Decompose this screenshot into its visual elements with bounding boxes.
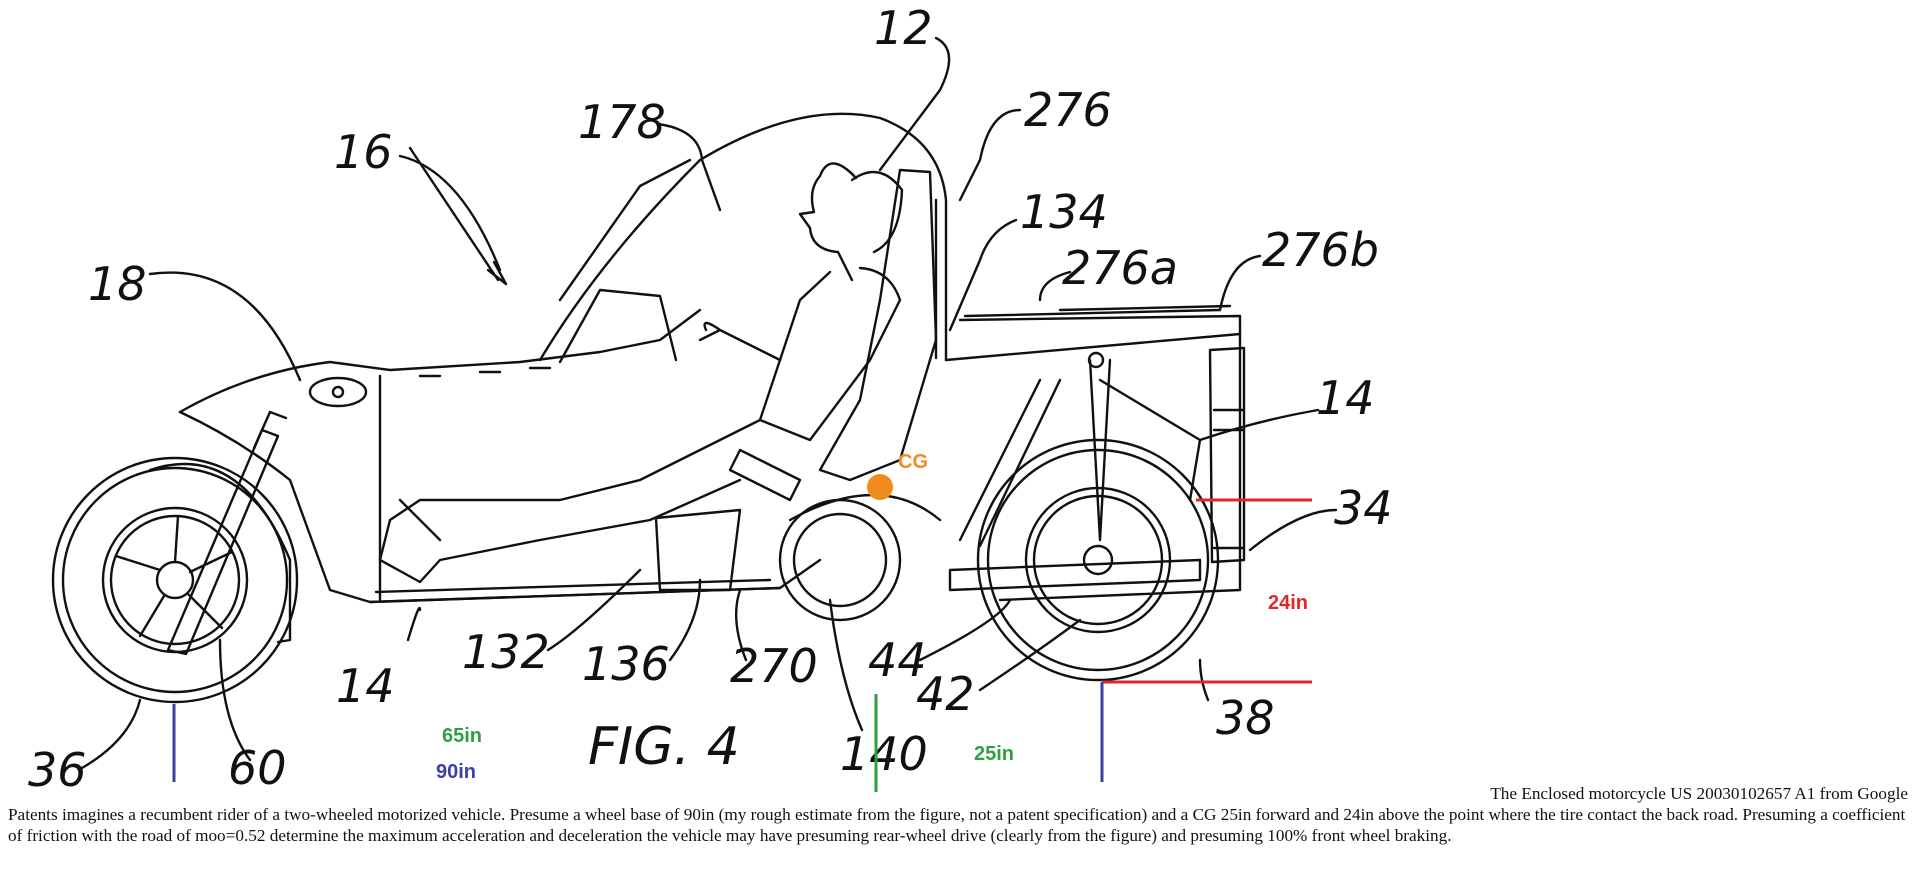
rider [378,162,904,584]
caption-title: The Enclosed motorcycle US 20030102657 A… [1490,784,1908,803]
ref-136: 136 [582,637,670,691]
ref-178: 178 [578,95,666,149]
ref-34: 34 [1334,481,1393,535]
ref-276a: 276a [1062,241,1178,295]
cg-label: CG [898,451,928,473]
drive-pulley [778,493,942,622]
front-distance-label: 65in [442,725,482,747]
ref-18: 18 [88,257,147,311]
ref-42: 42 [916,667,975,721]
analysis-overlay: CG 24in 65in 90in 25in [172,451,1312,792]
ref-276: 276 [1024,83,1112,137]
ref-38: 38 [1216,691,1275,745]
leader-lines [80,36,1338,770]
wheelbase-label: 90in [436,761,476,783]
ref-134: 134 [1020,185,1108,239]
height-label: 24in [1268,592,1308,614]
reference-numerals: 12 16 178 276 134 276a 276b 18 14 34 14 … [28,1,1393,797]
rear-wheel [976,438,1220,682]
ref-276b: 276b [1262,223,1379,277]
ref-16: 16 [334,125,393,179]
ref-270: 270 [730,639,818,693]
caption-body: Patents imagines a recumbent rider of a … [8,805,1906,845]
ref-12: 12 [874,1,933,55]
seat [654,168,938,592]
cg-dot [867,474,893,500]
ref-14-top: 14 [1316,371,1375,425]
ref-44: 44 [868,633,927,687]
cg-distance-label: 25in [974,743,1014,765]
figure-title: FIG. 4 [588,717,740,777]
ref-36: 36 [28,743,87,797]
front-wheel [51,456,299,704]
ref-14-bottom: 14 [336,659,395,713]
canopy [538,112,948,364]
ref-132: 132 [462,625,550,679]
body-shell [178,308,822,604]
caption: The Enclosed motorcycle US 20030102657 A… [8,783,1908,846]
ref-140: 140 [840,727,928,781]
front-fork [166,410,288,656]
ref-60: 60 [228,741,287,795]
rear-module [944,304,1246,602]
